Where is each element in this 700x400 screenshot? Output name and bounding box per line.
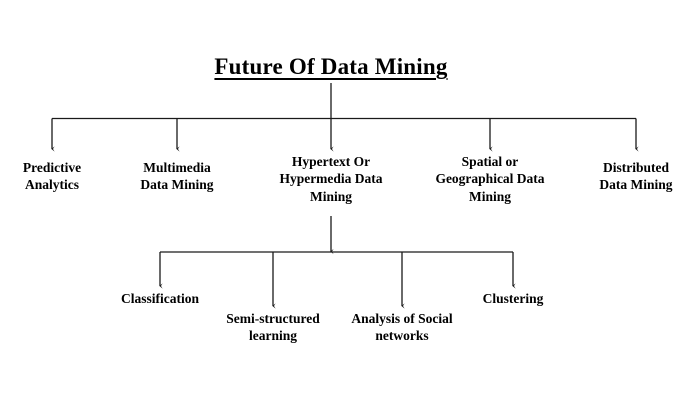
node-analysis-of-social-networks: Analysis of Social networks <box>351 311 453 344</box>
node-classification: Classification <box>120 291 199 306</box>
node-title-future-of-data-mining: Future Of Data Mining <box>214 54 448 79</box>
node-semi-structured-learning: Semi-structured learning <box>226 311 320 344</box>
node-spatial-or-geographical-data-mining: Spatial or Geographical Data Mining <box>435 154 545 204</box>
node-hypertext-or-hypermedia-data-mining: Hypertext Or Hypermedia Data Mining <box>279 154 383 204</box>
node-multimedia-data-mining: Multimedia Data Mining <box>140 160 214 193</box>
node-distributed-data-mining: Distributed Data Mining <box>599 160 673 193</box>
node-clustering: Clustering <box>482 291 544 306</box>
node-predictive-analytics: Predictive Analytics <box>22 160 82 193</box>
